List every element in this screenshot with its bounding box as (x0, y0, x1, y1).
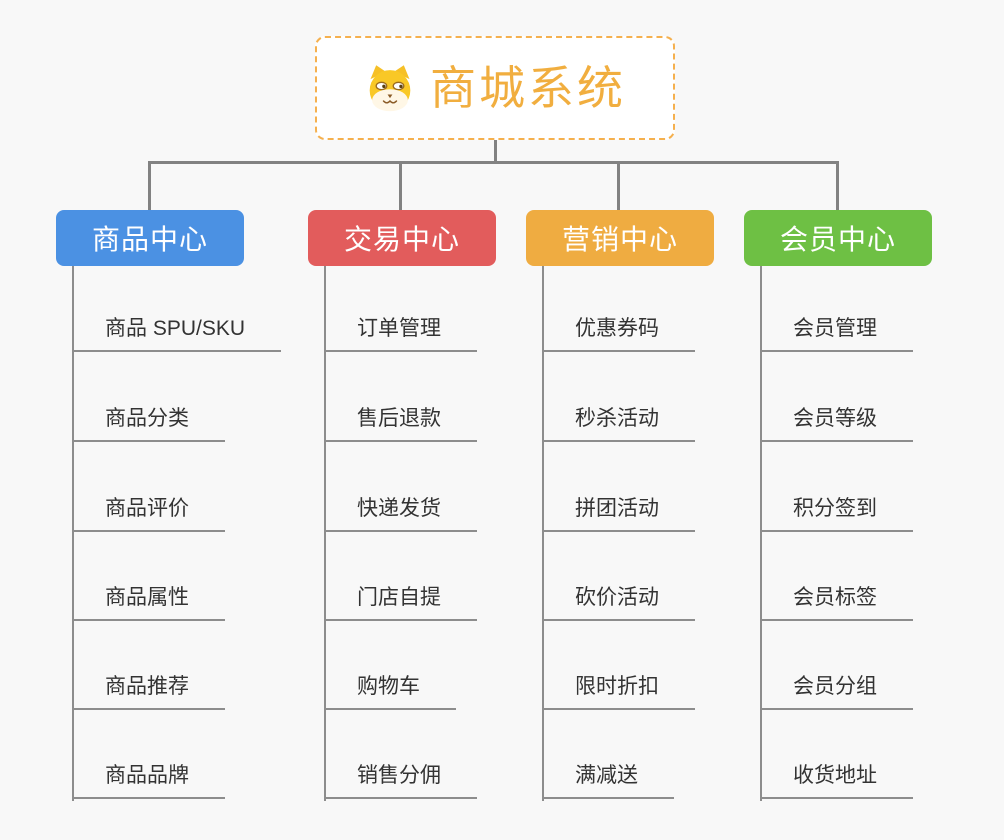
leaf-topic[interactable]: 会员标签 (760, 584, 913, 621)
root-stem-connector (494, 140, 497, 162)
leaf-topic[interactable]: 会员分组 (760, 673, 913, 710)
leaf-topic[interactable]: 商品品牌 (72, 762, 225, 799)
branch-vertical-connector (542, 266, 544, 801)
root-title: 商城系统 (430, 62, 626, 114)
branch-box-marketing-center[interactable]: 营销中心 (526, 210, 714, 266)
leaf-topic[interactable]: 会员管理 (760, 315, 913, 352)
leaf-topic[interactable]: 秒杀活动 (542, 405, 695, 442)
branch-product-center: 商品中心 商品 SPU/SKU 商品分类 商品评价 商品属性 商品推荐 商品品牌 (56, 210, 282, 810)
leaf-topic[interactable]: 积分签到 (760, 495, 913, 532)
dog-face-icon (369, 65, 411, 112)
branch-member-center: 会员中心 会员管理 会员等级 积分签到 会员标签 会员分组 收货地址 (744, 210, 932, 810)
leaf-topic[interactable]: 快递发货 (324, 495, 477, 532)
branch-box-trade-center[interactable]: 交易中心 (308, 210, 496, 266)
branch-box-product-center[interactable]: 商品中心 (56, 210, 244, 266)
leaf-topic[interactable]: 售后退款 (324, 405, 477, 442)
leaf-topic[interactable]: 收货地址 (760, 762, 913, 799)
leaf-topic[interactable]: 购物车 (324, 673, 456, 710)
branch-marketing-center: 营销中心 优惠券码 秒杀活动 拼团活动 砍价活动 限时折扣 满减送 (526, 210, 714, 810)
drop-connector (617, 161, 620, 210)
branch-vertical-connector (72, 266, 74, 801)
leaf-topic[interactable]: 商品推荐 (72, 673, 225, 710)
drop-connector (399, 161, 402, 210)
leaf-topic[interactable]: 商品评价 (72, 495, 225, 532)
leaf-topic[interactable]: 门店自提 (324, 584, 477, 621)
branch-bus-connector (148, 161, 839, 164)
leaf-topic[interactable]: 砍价活动 (542, 584, 695, 621)
leaf-topic[interactable]: 优惠券码 (542, 315, 695, 352)
branch-trade-center: 交易中心 订单管理 售后退款 快递发货 门店自提 购物车 销售分佣 (308, 210, 496, 810)
leaf-topic[interactable]: 限时折扣 (542, 673, 695, 710)
branch-vertical-connector (324, 266, 326, 801)
leaf-topic[interactable]: 会员等级 (760, 405, 913, 442)
leaf-topic[interactable]: 订单管理 (324, 315, 477, 352)
drop-connector (148, 161, 151, 210)
leaf-topic[interactable]: 满减送 (542, 762, 674, 799)
root-node[interactable]: 商城系统 (315, 36, 675, 140)
leaf-topic[interactable]: 销售分佣 (324, 762, 477, 799)
drop-connector (836, 161, 839, 210)
leaf-topic[interactable]: 商品 SPU/SKU (72, 315, 282, 352)
leaf-topic[interactable]: 商品分类 (72, 405, 225, 442)
leaf-topic[interactable]: 商品属性 (72, 584, 225, 621)
branch-vertical-connector (760, 266, 762, 801)
leaf-topic[interactable]: 拼团活动 (542, 495, 695, 532)
branch-box-member-center[interactable]: 会员中心 (744, 210, 932, 266)
